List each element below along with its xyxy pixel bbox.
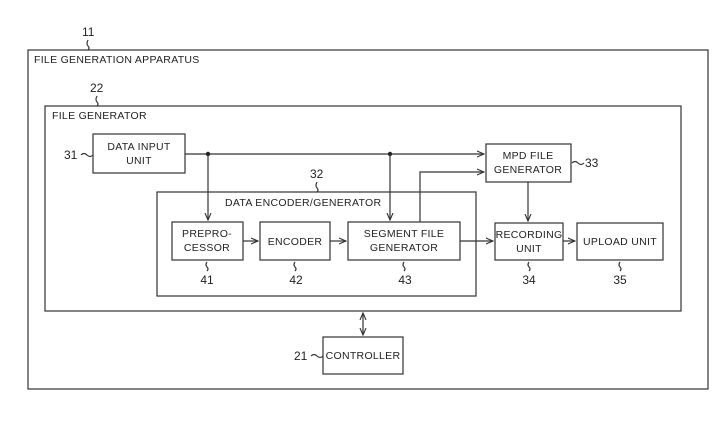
- controller-label: CONTROLLER: [326, 350, 401, 362]
- segment-file-generator-line1: SEGMENT FILE: [364, 228, 444, 240]
- encoder-label: ENCODER: [268, 236, 323, 248]
- data-input-unit: DATA INPUT UNIT 31: [64, 133, 186, 174]
- data-input-unit-leader: [80, 152, 94, 158]
- encoder: ENCODER 42: [259, 221, 331, 287]
- upload-unit-label: UPLOAD UNIT: [583, 236, 657, 248]
- preprocessor-line2: CESSOR: [184, 242, 230, 254]
- apparatus-leader: [86, 39, 90, 51]
- segment-file-generator-line2: GENERATOR: [370, 242, 438, 254]
- data-encoder-generator-leader: [315, 181, 319, 193]
- encoder-ref: 42: [289, 273, 303, 287]
- controller-ref: 21: [294, 349, 308, 363]
- data-encoder-generator-ref: 32: [310, 167, 324, 181]
- mpd-file-generator-line2: GENERATOR: [494, 164, 562, 176]
- apparatus-title: FILE GENERATION APPARATUS: [34, 54, 200, 66]
- file-generator-ref: 22: [90, 81, 104, 95]
- segment-file-generator: SEGMENT FILE GENERATOR 43: [347, 221, 461, 287]
- mpd-file-generator: MPD FILE GENERATOR 33: [485, 143, 599, 183]
- data-input-unit-line1: DATA INPUT: [107, 141, 171, 153]
- recording-unit-line2: UNIT: [516, 243, 542, 255]
- mpd-file-generator-leader: [571, 160, 585, 166]
- upload-unit-ref: 35: [613, 273, 627, 287]
- preprocessor-line1: PREPRO-: [182, 228, 232, 240]
- file-generator-leader: [95, 95, 99, 107]
- controller: CONTROLLER 21: [294, 336, 404, 375]
- apparatus-ref: 11: [82, 25, 95, 39]
- recording-unit-ref: 34: [522, 273, 536, 287]
- preprocessor-ref: 41: [200, 273, 214, 287]
- data-input-unit-ref: 31: [64, 148, 78, 162]
- file-generator-title: FILE GENERATOR: [52, 110, 147, 122]
- mpd-file-generator-line1: MPD FILE: [503, 150, 554, 162]
- recording-unit: RECORDING UNIT 34: [494, 222, 564, 287]
- connectors: [185, 152, 575, 335]
- mpd-file-generator-ref: 33: [585, 156, 599, 170]
- upload-unit: UPLOAD UNIT 35: [576, 222, 664, 287]
- controller-leader: [310, 353, 324, 359]
- preprocessor: PREPRO- CESSOR 41: [171, 221, 244, 287]
- segment-file-generator-ref: 43: [398, 273, 412, 287]
- data-input-unit-line2: UNIT: [126, 155, 152, 167]
- arrow-segment-to-mpd: [419, 172, 484, 222]
- recording-unit-line1: RECORDING: [496, 229, 563, 241]
- data-encoder-generator-title: DATA ENCODER/GENERATOR: [225, 197, 381, 209]
